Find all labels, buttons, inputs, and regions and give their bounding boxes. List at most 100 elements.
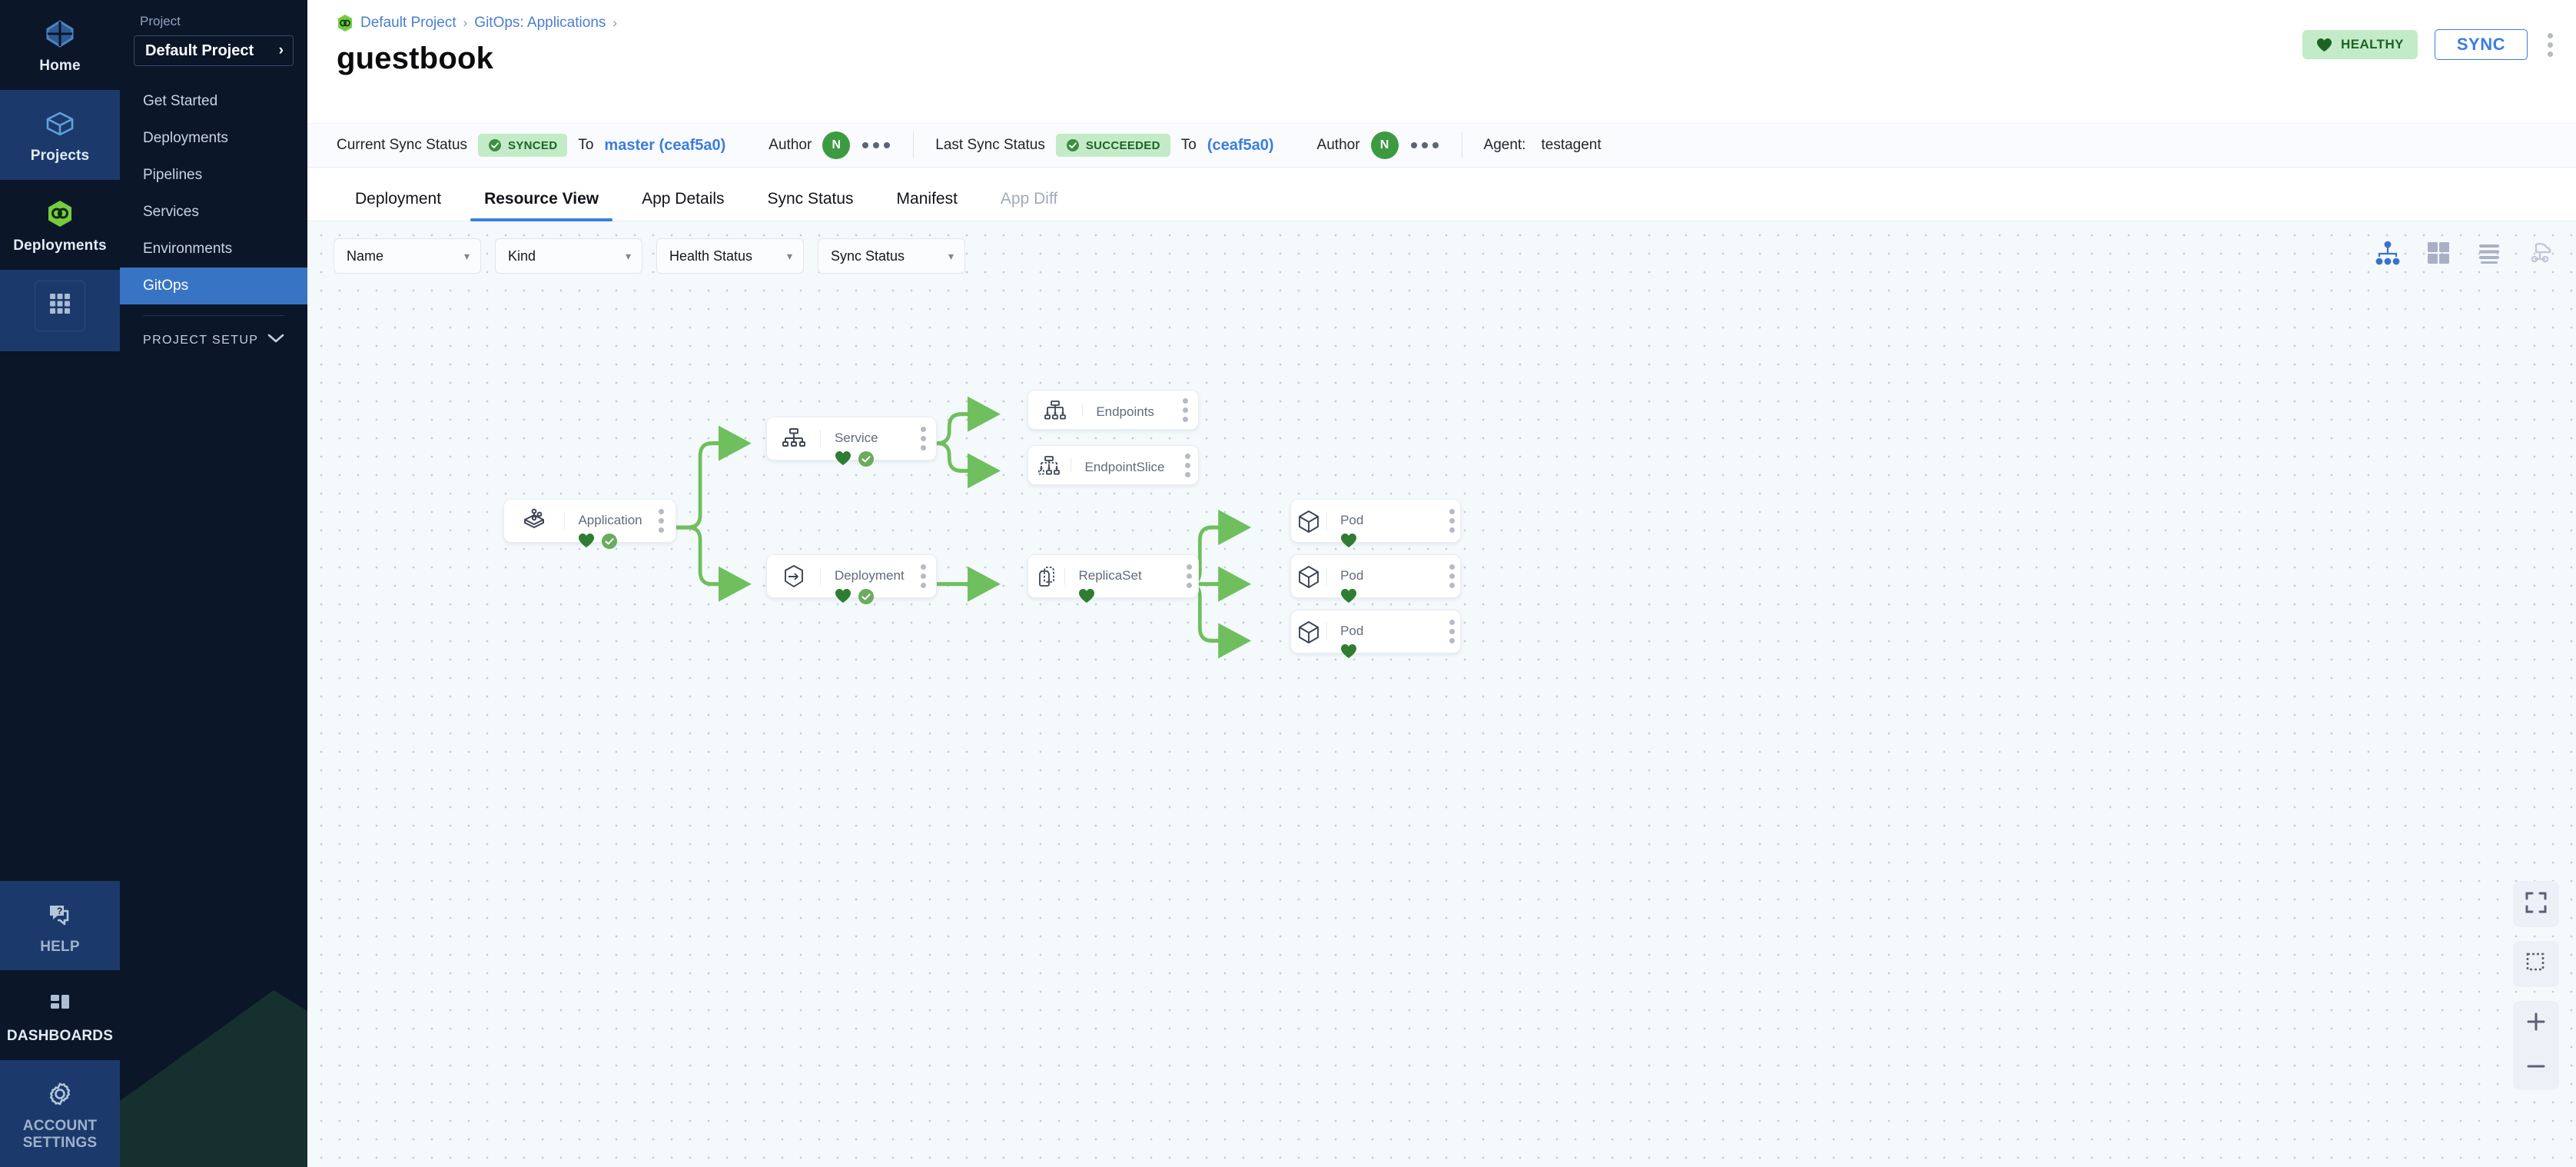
graph-node-deployment[interactable]: guestbook-ui Deployment [766, 554, 937, 598]
select-area-icon [2525, 952, 2547, 977]
dashboards-icon [43, 987, 77, 1021]
tab-resource-view[interactable]: Resource View [466, 190, 617, 221]
sidebar-item-environments[interactable]: Environments [120, 231, 307, 268]
tab-deployment[interactable]: Deployment [337, 190, 460, 221]
rail-item-deployments[interactable]: Deployments [0, 180, 120, 270]
last-sync-more-icon[interactable] [1409, 138, 1440, 153]
help-icon: ? [43, 898, 77, 932]
graph-node-application[interactable]: guestbook Application [503, 499, 676, 543]
project-section-label: Project [120, 0, 307, 35]
check-circle-icon-2 [1066, 138, 1080, 152]
heart-icon [835, 451, 851, 467]
graph-node-endpoints[interactable]: guestbook-ui Endpoints [1027, 390, 1199, 430]
filter-name[interactable]: Name ▾ [334, 238, 481, 274]
node-menu-icon[interactable] [1443, 500, 1460, 542]
sidebar-label-gitops: GitOps [143, 278, 188, 294]
node-menu-icon[interactable] [1178, 446, 1198, 484]
agent-label: Agent: [1484, 137, 1526, 154]
filter-bar: Name ▾ Kind ▾ Health Status ▾ Sync Statu… [334, 238, 965, 274]
sidebar-item-pipelines[interactable]: Pipelines [120, 157, 307, 194]
project-nav-list: Get Started Deployments Pipelines Servic… [120, 83, 307, 304]
heart-icon [1340, 588, 1357, 605]
node-body: guestbook-ui Service [821, 417, 911, 460]
page-title: guestbook [337, 42, 2553, 76]
list-view-icon[interactable] [2476, 240, 2502, 266]
chevron-down-icon [267, 333, 284, 347]
rail-item-projects[interactable]: Projects [0, 90, 120, 180]
last-sync-revision-link[interactable]: (ceaf5a0) [1207, 137, 1274, 155]
node-menu-icon[interactable] [647, 500, 676, 542]
project-selector[interactable]: Default Project › [134, 35, 294, 66]
tab-manifest[interactable]: Manifest [878, 190, 976, 221]
breadcrumb-link-default-project[interactable]: Default Project [360, 15, 456, 32]
fit-screen-button[interactable] [2513, 881, 2559, 927]
filter-sync-status[interactable]: Sync Status ▾ [818, 238, 965, 274]
graph-node-pod-1[interactable]: guestbook-ui-5b64f6959… Pod [1290, 499, 1461, 543]
node-menu-icon[interactable] [1181, 555, 1198, 597]
current-sync-author-label: Author [768, 137, 812, 154]
chevron-right-icon: › [279, 42, 284, 59]
sidebar-item-services[interactable]: Services [120, 194, 307, 231]
node-body: guestbook-ui Endpoints [1082, 391, 1173, 429]
sync-button[interactable]: SYNC [2435, 29, 2528, 60]
graph-node-pod-3[interactable]: guestbook-ui-5b64f6959… Pod [1290, 610, 1461, 653]
rail-item-help[interactable]: ? HELP [0, 881, 120, 971]
graph-node-service[interactable]: guestbook-ui Service [766, 417, 937, 460]
agent-value: testagent [1541, 137, 1601, 154]
zoom-in-button[interactable] [2513, 1001, 2559, 1046]
graph-node-endpointslice[interactable]: guestbook-ui-ncpmr EndpointSlice [1027, 445, 1199, 485]
chevron-down-icon-health: ▾ [787, 250, 792, 263]
projects-icon [43, 107, 77, 141]
rail-item-account-settings[interactable]: ACCOUNT SETTINGS [0, 1060, 120, 1167]
vertical-dots-icon[interactable] [2544, 30, 2556, 60]
sidebar-section-project-setup[interactable]: PROJECT SETUP [120, 316, 307, 347]
sidebar-item-get-started[interactable]: Get Started [120, 83, 307, 120]
breadcrumb: Default Project › GitOps: Applications › [337, 14, 2553, 32]
tab-sync-status[interactable]: Sync Status [749, 190, 871, 221]
node-menu-icon[interactable] [911, 417, 936, 460]
select-area-button[interactable] [2513, 941, 2559, 987]
graph-node-pod-2[interactable]: guestbook-ui-5b64f6959… Pod [1290, 554, 1461, 598]
node-menu-icon[interactable] [1443, 610, 1460, 653]
zoom-out-button[interactable] [2513, 1046, 2559, 1090]
home-icon [43, 17, 77, 51]
rail-item-home[interactable]: Home [0, 0, 120, 90]
pod-icon [1291, 555, 1326, 597]
rail-item-dashboards[interactable]: DASHBOARDS [0, 970, 120, 1060]
graph-node-replicaset[interactable]: guestbook-ui-5b64f69597 ReplicaSet [1027, 554, 1199, 598]
view-mode-toggle [2375, 240, 2553, 266]
avatar-current-author[interactable]: N [822, 131, 850, 159]
breadcrumb-link-gitops-applications[interactable]: GitOps: Applications [474, 15, 606, 32]
card-view-icon[interactable] [2425, 240, 2452, 266]
node-kind: Service [835, 431, 911, 446]
graph-view-icon[interactable] [2375, 240, 2401, 266]
node-status [1078, 588, 1180, 605]
avatar-last-author[interactable]: N [1371, 131, 1399, 159]
node-menu-icon[interactable] [1443, 555, 1460, 597]
current-sync-more-icon[interactable] [861, 138, 891, 153]
node-menu-icon[interactable] [911, 555, 936, 597]
filter-health-status[interactable]: Health Status ▾ [656, 238, 804, 274]
sync-check-icon [858, 451, 875, 467]
resource-graph-canvas[interactable]: Name ▾ Kind ▾ Health Status ▾ Sync Statu… [307, 221, 2576, 1167]
heart-icon [1078, 588, 1095, 605]
current-sync-to-label: To [578, 137, 593, 154]
status-badge-healthy-label: HEALTHY [2341, 37, 2404, 52]
rail-bottom-group: ? HELP DASHBOARDS [0, 881, 120, 1167]
main-content: Default Project › GitOps: Applications ›… [307, 0, 2576, 1167]
tab-app-details[interactable]: App Details [623, 190, 742, 221]
current-sync-status-value: SYNCED [508, 139, 557, 152]
filter-kind[interactable]: Kind ▾ [495, 238, 642, 274]
tab-app-diff: App Diff [982, 190, 1076, 221]
sidebar-item-gitops[interactable]: GitOps [120, 268, 307, 304]
svg-text:?: ? [57, 906, 62, 916]
sync-status-bar: Current Sync Status SYNCED To master (ce… [307, 123, 2576, 168]
module-grid-button[interactable] [35, 281, 85, 331]
current-sync-revision-link[interactable]: master (ceaf5a0) [604, 137, 725, 155]
node-menu-icon[interactable] [1173, 391, 1198, 429]
sidebar-label-deployments: Deployments [143, 130, 228, 147]
sidebar-item-deployments[interactable]: Deployments [120, 120, 307, 157]
rail-label-dashboards: DASHBOARDS [7, 1028, 113, 1045]
chevron-down-icon-name: ▾ [464, 250, 470, 263]
network-view-icon[interactable] [2527, 240, 2553, 266]
